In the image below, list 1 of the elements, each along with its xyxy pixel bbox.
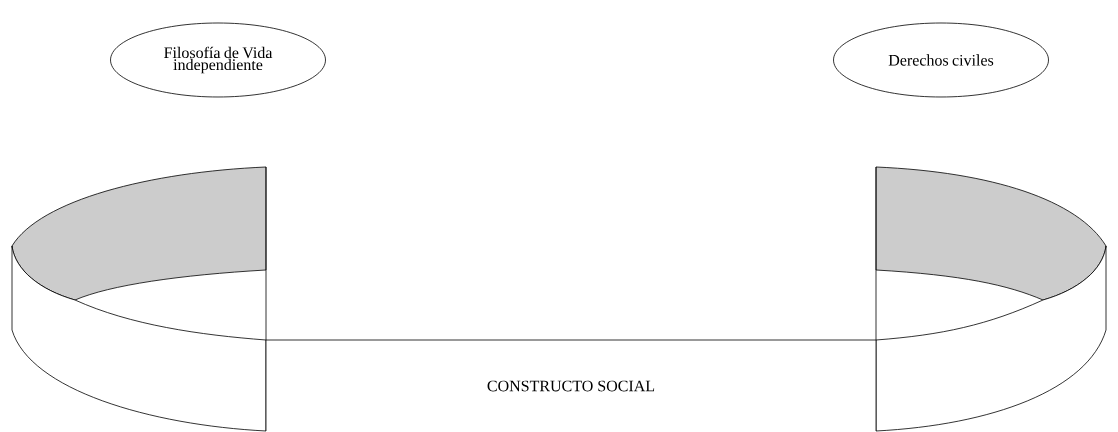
ribbon-band: CONSTRUCTO SOCIAL <box>11 166 1107 432</box>
